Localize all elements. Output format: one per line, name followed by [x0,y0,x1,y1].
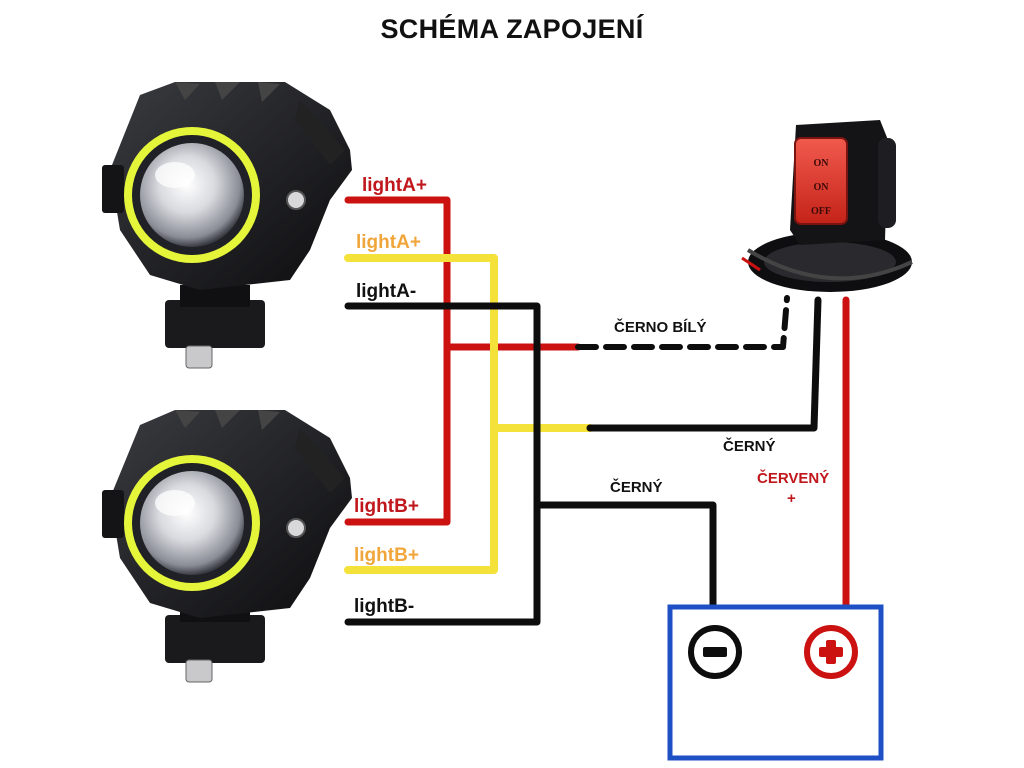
label-light-a-red: lightA+ [362,175,427,196]
light-b-mount [165,615,265,663]
light-b-lens [140,471,244,575]
wire-black-white-dashed [575,295,790,350]
wire-black-ground [344,302,541,626]
switch-on-1: ON [814,158,830,169]
label-red-battery: ČERVENÝ [757,469,829,487]
label-light-b-yellow: lightB+ [354,545,419,566]
label-light-b-minus: lightB- [354,596,414,617]
diagram-title: SCHÉMA ZAPOJENÍ [380,14,644,44]
handlebar-switch: ON ON OFF [741,120,913,292]
label-red-plus: + [787,490,796,507]
light-a-lens [140,143,244,247]
label-black-battery: ČERNÝ [610,478,663,496]
label-black-switch: ČERNÝ [723,437,776,455]
wire-yellow [344,254,498,574]
light-b [102,410,352,683]
minus-icon [688,625,742,679]
wire-black-battery [533,501,717,611]
label-light-a-yellow: lightA+ [356,232,421,253]
switch-on-2: ON [814,182,830,193]
label-light-a-minus: lightA- [356,281,416,302]
wire-black-switch [586,296,822,432]
wire-red-light-a [344,196,451,526]
label-light-b-red: lightB+ [354,496,419,517]
plus-icon [804,625,858,679]
switch-off: OFF [811,206,831,217]
light-a [102,82,352,369]
label-black-white: ČERNO BÍLÝ [614,318,707,336]
switch-button [794,137,848,225]
battery [667,604,884,761]
light-a-mount [165,300,265,348]
